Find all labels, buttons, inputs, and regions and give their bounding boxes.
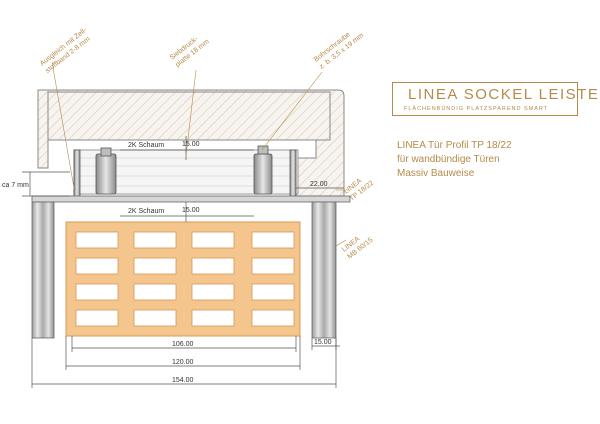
- dim-15-top: 15.00: [182, 141, 200, 148]
- description-line: LINEA Tür Profil TP 18/22: [397, 140, 512, 151]
- wall-left: [31, 201, 55, 339]
- annotation-schaum-bottom: 2K Schaum: [128, 208, 164, 215]
- dim-15-bottom: 15.00: [182, 207, 200, 214]
- block-hole: [191, 283, 235, 301]
- annotation-siebdruck: Siebdruck- platte 18 mm: [169, 31, 211, 69]
- block-hole: [133, 257, 177, 275]
- block-hole: [191, 257, 235, 275]
- annotation-schaum-top: 2K Schaum: [128, 142, 164, 149]
- profile-tp-right: [253, 145, 297, 199]
- annotation-ca7: ca 7 mm: [2, 182, 29, 189]
- block-hole: [133, 283, 177, 301]
- description-line: für wandbündige Türen: [397, 154, 500, 165]
- block-hole: [251, 283, 295, 301]
- description-line: Massiv Bauweise: [397, 168, 475, 179]
- block-hole: [251, 231, 295, 249]
- block-hole: [133, 231, 177, 249]
- block-holes: [75, 231, 295, 327]
- block-hole: [251, 309, 295, 327]
- block-hole: [75, 257, 119, 275]
- block-hole: [191, 309, 235, 327]
- dim-22: 22.00: [310, 181, 328, 188]
- product-description: LINEA Tür Profil TP 18/22 für wandbündig…: [397, 139, 512, 181]
- dim-154: 154.00: [172, 377, 194, 384]
- dim-120: 120.00: [172, 359, 194, 366]
- block-hole: [251, 257, 295, 275]
- brand-title: LINEA SOCKEL LEISTE: [408, 86, 600, 103]
- block-hole: [75, 283, 119, 301]
- brand-subtitle: FLÄCHENBÜNDIG PLATZSPAREND SMART: [404, 106, 549, 112]
- block-hole: [75, 309, 119, 327]
- dim-15-right: 15.00: [314, 339, 332, 346]
- wall-right: [311, 201, 337, 339]
- block-hole: [133, 309, 177, 327]
- annotation-bohrschraube: Bohrschraube z. b. 3,5 x 19 mm: [313, 25, 365, 71]
- brand-box: [392, 82, 578, 116]
- annotation-ausgleich: Ausgleich mit Zell- stoffband 2-8 mm: [39, 26, 95, 75]
- block-hole: [191, 231, 235, 249]
- block-hole: [75, 231, 119, 249]
- profile-base: [31, 195, 351, 203]
- annotation-profile-mb: LINEA MB 60/15: [341, 230, 375, 261]
- door-leaf: [47, 91, 331, 141]
- dim-106: 106.00: [172, 341, 194, 348]
